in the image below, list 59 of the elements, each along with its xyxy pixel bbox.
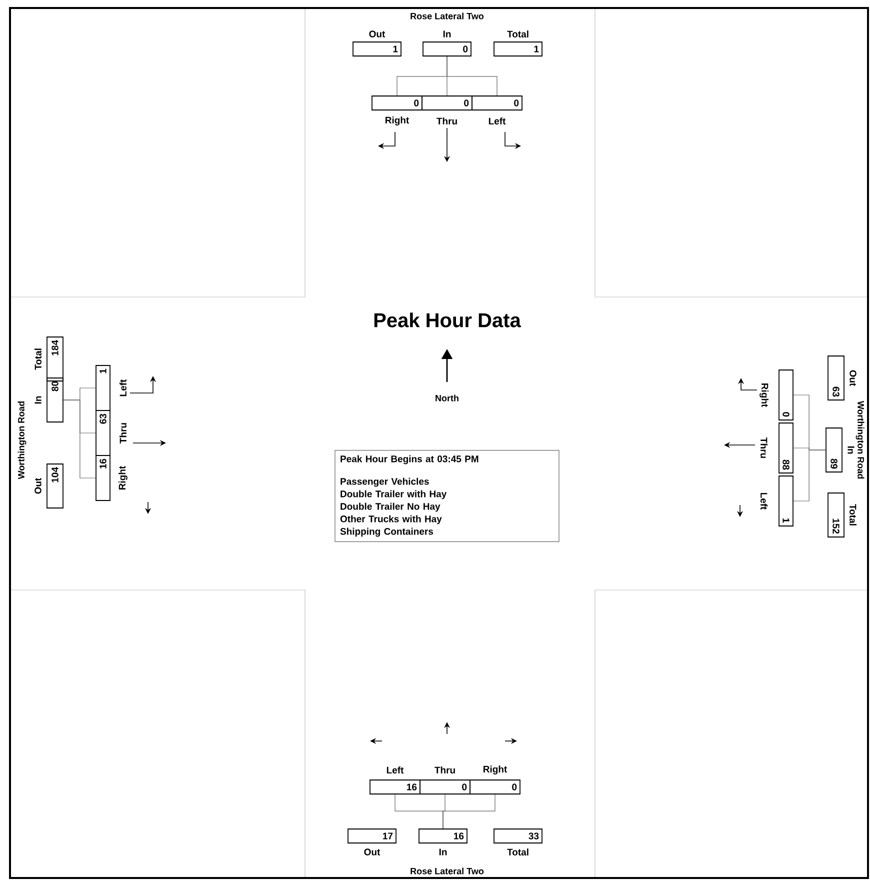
movement-label: Left — [120, 379, 126, 396]
count-box: 80 — [46, 378, 64, 422]
movement-label: Out — [34, 478, 42, 494]
count-box: 1 — [352, 42, 402, 56]
movement-label: Total — [507, 30, 528, 38]
movement-label: Thru — [434, 766, 455, 774]
movement-label: Total — [34, 348, 42, 370]
road-name: Worthington Road — [856, 400, 864, 479]
movement-label: Right — [760, 384, 768, 408]
movement-label: Right — [118, 466, 128, 490]
count-box: 0 — [372, 96, 422, 110]
road-name: Worthington Road — [18, 401, 26, 480]
count-box: 33 — [494, 828, 542, 844]
movement-label: In — [439, 848, 447, 856]
count-box: 16 — [418, 828, 468, 844]
count-box: 63 — [828, 356, 844, 400]
title: Peak Hour Data — [374, 312, 522, 328]
count-box: 0 — [470, 780, 520, 794]
movement-label: Out — [850, 370, 856, 386]
movement-label: Left — [760, 492, 768, 510]
movement-label: Right — [484, 766, 508, 774]
count-box: 88 — [778, 422, 794, 474]
movement-label: Total — [850, 504, 856, 526]
connector-line — [442, 794, 496, 829]
count-box: 16 — [370, 780, 420, 794]
count-box: 1 — [778, 476, 794, 526]
count-box: 0 — [422, 42, 472, 56]
movement-label: Out — [364, 848, 380, 856]
connector-line — [446, 56, 498, 96]
count-box: 0 — [778, 370, 794, 420]
count-box: 17 — [348, 828, 396, 844]
count-box: 63 — [96, 410, 110, 456]
movement-label: Thru — [436, 118, 457, 124]
movement-label: In — [443, 30, 451, 38]
connector-line — [63, 400, 96, 478]
movement-label: Thru — [120, 423, 126, 444]
movement-label: Thru — [760, 438, 768, 458]
count-box: 0 — [422, 96, 472, 110]
info-box: Peak Hour Begins at 03:45 PM Passenger Vehicles Double Trailer with Hay Double Trailer No Hay Other Trucks with Hay Shipping Containers — [334, 450, 560, 542]
compass-label: North — [436, 394, 458, 402]
movement-label: Left — [386, 766, 404, 774]
count-box: 1 — [494, 42, 542, 56]
count-box: 152 — [828, 492, 844, 538]
count-box: 0 — [472, 96, 522, 110]
movement-label: In — [848, 446, 854, 454]
count-box: 1 — [96, 365, 110, 411]
movement-label: Out — [369, 30, 386, 38]
movement-label: Left — [488, 118, 506, 124]
count-box: 0 — [420, 780, 470, 794]
movement-label: Total — [507, 848, 528, 856]
count-box: 16 — [96, 455, 110, 501]
road-name: Rose Lateral Two — [410, 868, 484, 874]
movement-label: Right — [386, 116, 410, 126]
count-box: 89 — [826, 428, 842, 472]
count-box: 104 — [46, 464, 64, 508]
road-name: Rose Lateral Two — [410, 12, 484, 20]
count-box: 184 — [46, 336, 64, 382]
movement-label: In — [34, 396, 42, 404]
connector-line — [793, 450, 826, 502]
